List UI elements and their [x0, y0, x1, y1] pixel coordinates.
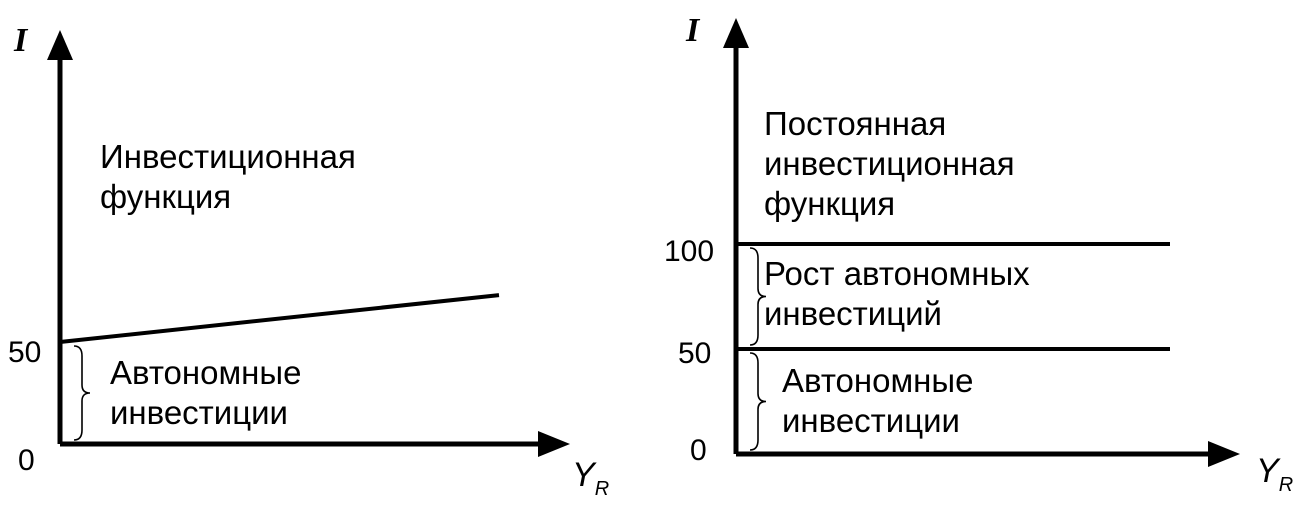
right-growth-caption-line: инвестиций: [764, 295, 942, 332]
right-x-axis-arrow: [1208, 441, 1240, 467]
left-function-caption: Инвестиционная функция: [100, 137, 356, 217]
left-autonomous-caption-line: инвестиции: [110, 394, 288, 431]
right-autonomous-caption: Автономные инвестиции: [782, 361, 973, 441]
left-series-line-0: [59, 293, 500, 344]
right-autonomous-caption-line: инвестиции: [782, 402, 960, 439]
left-y-axis-label: I: [14, 22, 28, 59]
left-y-tick-0: 0: [18, 444, 35, 477]
right-y-tick-50: 50: [678, 337, 712, 370]
right-brace-autonomous: [749, 352, 767, 451]
right-x-axis-label: YR: [1256, 452, 1293, 497]
right-function-caption-line: Постоянная: [764, 105, 947, 142]
right-function-caption: Постоянная инвестиционная функция: [764, 104, 1015, 224]
right-function-caption-line: инвестиционная: [764, 145, 1015, 182]
right-y-axis-label: I: [686, 12, 700, 49]
right-x-axis-label-sub: R: [1278, 474, 1294, 496]
right-autonomous-caption-line: Автономные: [782, 362, 974, 399]
left-autonomous-caption: Автономные инвестиции: [110, 353, 301, 433]
left-y-tick-50: 50: [8, 336, 42, 369]
right-brace-growth: [749, 247, 767, 346]
left-x-axis-label-sub: R: [594, 478, 610, 500]
right-function-caption-line: функция: [764, 185, 896, 222]
right-y-axis-arrow: [723, 18, 749, 48]
left-x-axis-arrow: [538, 431, 570, 457]
right-y-tick-0: 0: [690, 434, 707, 467]
left-function-caption-line: Инвестиционная: [100, 138, 356, 175]
right-growth-caption: Рост автономных инвестиций: [764, 254, 1030, 334]
left-x-axis-label: YR: [572, 456, 609, 501]
left-autonomous-caption-line: Автономные: [110, 354, 302, 391]
left-y-axis-arrow: [47, 30, 73, 60]
right-x-axis-label-main: Y: [1256, 452, 1279, 490]
left-brace-autonomous: [73, 345, 91, 441]
left-x-axis-label-main: Y: [572, 456, 595, 494]
right-growth-caption-line: Рост автономных: [764, 255, 1030, 292]
right-y-tick-100: 100: [664, 235, 715, 268]
left-function-caption-line: функция: [100, 178, 232, 215]
